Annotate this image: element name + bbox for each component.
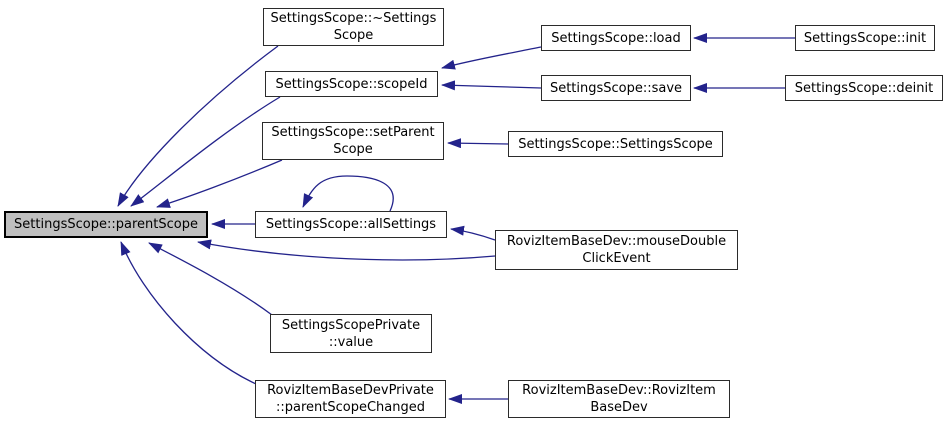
edge-scopeId-to-parentScope: [130, 96, 281, 207]
edge-SettingsScope-ctor-to-setParentScope: [447, 138, 509, 149]
edge-mouseDoubleClickEvent-to-parentScope: [197, 239, 496, 261]
node-settings-scope-destructor[interactable]: SettingsScope::~Settings Scope: [263, 8, 444, 46]
edge-save-to-scopeId: [441, 80, 542, 91]
node-set-parent-scope[interactable]: SettingsScope::setParent Scope: [262, 122, 444, 160]
node-all-settings[interactable]: SettingsScope::allSettings: [255, 211, 447, 238]
edge-allSettings-self-loop: [302, 175, 394, 212]
node-deinit[interactable]: SettingsScope::deinit: [785, 75, 943, 101]
node-mouse-double-click-event[interactable]: RovizItemBaseDev::mouseDouble ClickEvent: [495, 230, 738, 270]
edge-mouseDoubleClickEvent-to-allSettings: [450, 225, 496, 241]
node-parent-scope: SettingsScope::parentScope: [4, 211, 208, 238]
node-scope-id[interactable]: SettingsScope::scopeId: [265, 71, 438, 97]
node-settings-scope-constructor[interactable]: SettingsScope::SettingsScope: [508, 131, 723, 157]
edge-value-to-parentScope: [148, 242, 273, 316]
node-init[interactable]: SettingsScope::init: [795, 25, 935, 51]
edge-setParentScope-to-parentScope: [156, 159, 283, 208]
node-load[interactable]: SettingsScope::load: [541, 25, 691, 51]
edge-dtor-to-parentScope: [117, 45, 279, 207]
node-save[interactable]: SettingsScope::save: [541, 75, 691, 101]
node-parent-scope-changed[interactable]: RovizItemBaseDevPrivate ::parentScopeCha…: [255, 380, 446, 418]
edge-load-to-scopeId: [441, 46, 542, 70]
edge-parentScopeChanged-to-parentScope: [120, 241, 257, 385]
node-roviz-item-base-dev-constructor[interactable]: RovizItemBaseDev::RovizItem BaseDev: [508, 380, 730, 418]
node-settings-scope-private-value[interactable]: SettingsScopePrivate ::value: [270, 314, 432, 353]
